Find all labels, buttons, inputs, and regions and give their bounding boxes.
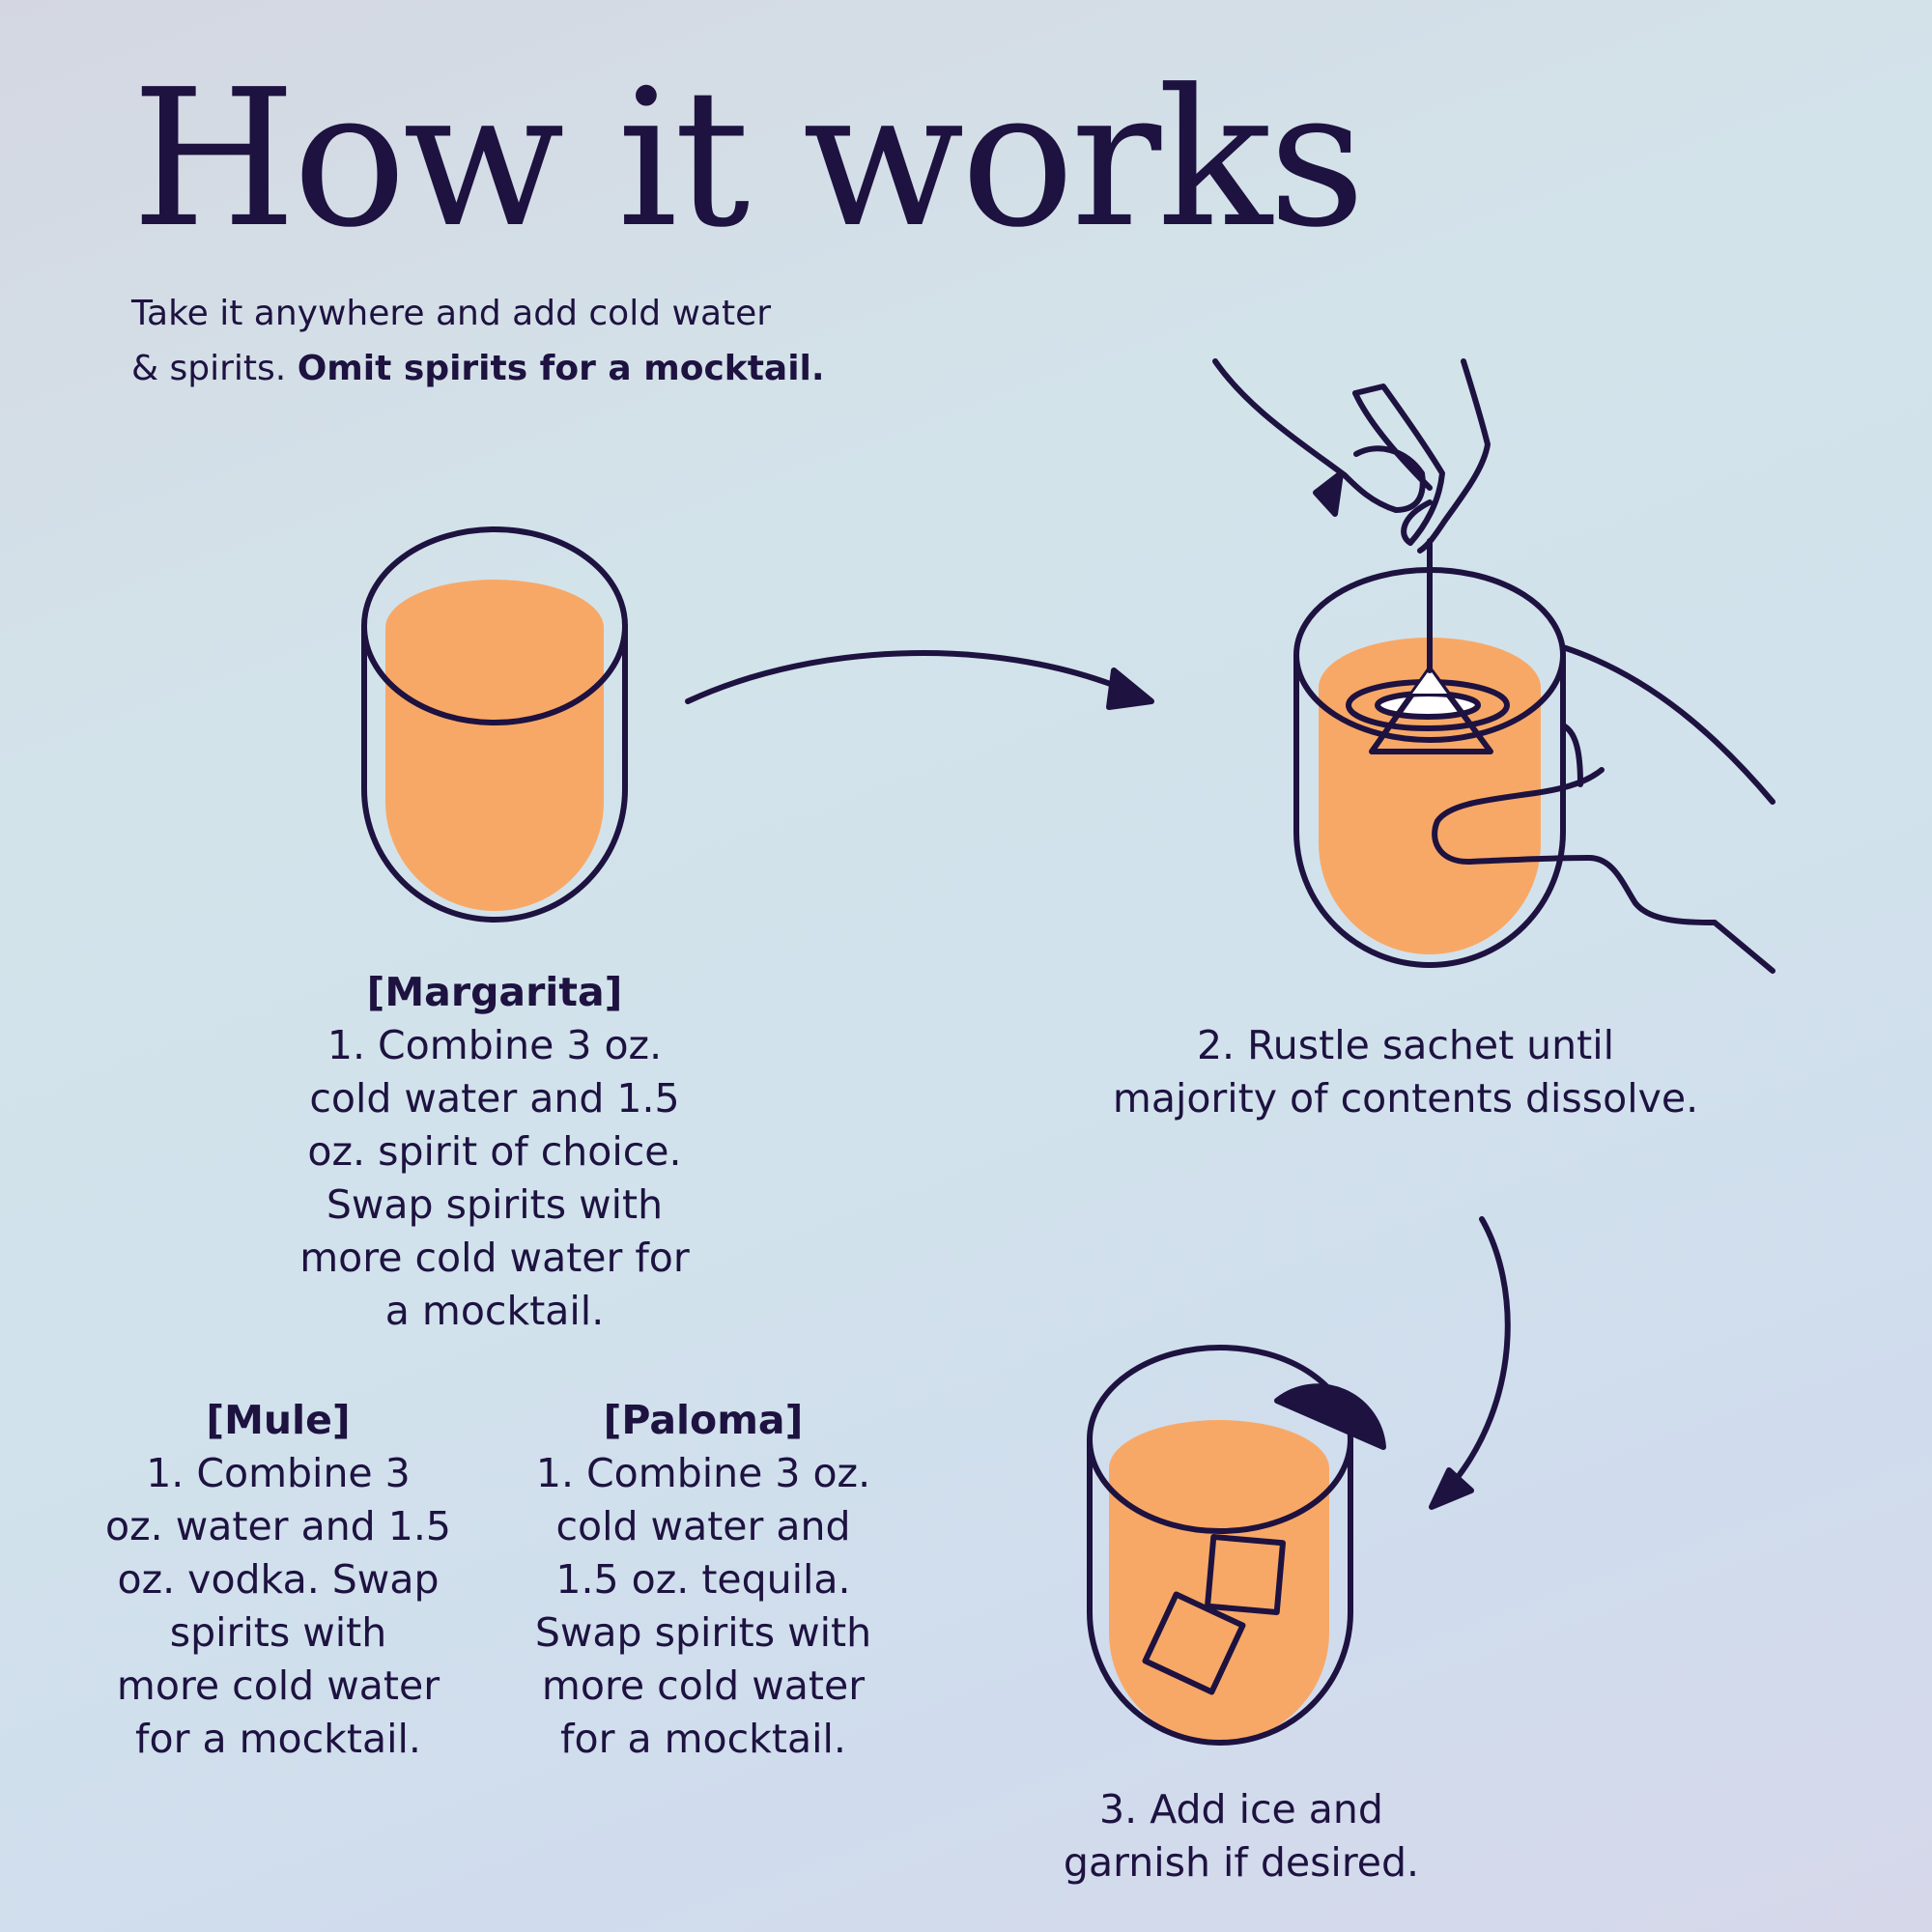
page-title: How it works: [131, 49, 1366, 270]
step-3-line: garnish if desired.: [1063, 1839, 1420, 1886]
paloma-line: cold water and: [555, 1503, 851, 1549]
hand-holding-glass-icon: [1432, 644, 1776, 974]
step-3-text: 3. Add ice and garnish if desired.: [1000, 1783, 1483, 1889]
step-2-line: majority of contents dissolve.: [1112, 1075, 1699, 1122]
mule-line: for a mocktail.: [135, 1716, 421, 1762]
paloma-line: 1.5 oz. tequila.: [555, 1556, 851, 1603]
intro-emphasis: Omit spirits for a mocktail.: [297, 349, 825, 388]
arrow-down-icon: [1429, 1216, 1511, 1510]
glass-icon-step-1: [361, 526, 628, 923]
paloma-line: more cold water: [541, 1662, 866, 1709]
mule-line: oz. vodka. Swap: [117, 1556, 440, 1603]
margarita-line: more cold water for: [299, 1235, 690, 1281]
margarita-heading: [Margarita]: [366, 969, 623, 1015]
mule-recipe: [Mule] 1. Combine 3 oz. water and 1.5 oz…: [85, 1394, 471, 1766]
arrow-right-icon: [685, 650, 1154, 710]
margarita-line: Swap spirits with: [326, 1181, 664, 1228]
hand-pinching-icon: [1212, 358, 1491, 554]
margarita-line: a mocktail.: [384, 1288, 605, 1334]
mule-line: more cold water: [116, 1662, 440, 1709]
mule-line: 1. Combine 3: [146, 1450, 411, 1496]
mule-heading: [Mule]: [206, 1397, 351, 1443]
paloma-line: for a mocktail.: [560, 1716, 846, 1762]
mule-line: spirits with: [169, 1609, 387, 1656]
paloma-line: 1. Combine 3 oz.: [535, 1450, 871, 1496]
intro-text: Take it anywhere and add cold water & sp…: [131, 286, 866, 396]
margarita-line: cold water and 1.5: [309, 1075, 680, 1122]
margarita-recipe: [Margarita] 1. Combine 3 oz. cold water …: [253, 966, 736, 1338]
glass-sachet-icon-step-2: [1293, 538, 1566, 968]
intro-line-1: Take it anywhere and add cold water: [131, 294, 772, 333]
step-2-text: 2. Rustle sachet until majority of conte…: [1043, 1019, 1768, 1125]
intro-line-2: & spirits.: [131, 349, 298, 388]
mule-line: oz. water and 1.5: [105, 1503, 451, 1549]
margarita-line: 1. Combine 3 oz.: [327, 1022, 663, 1068]
step-3-line: 3. Add ice and: [1099, 1786, 1383, 1833]
paloma-heading: [Paloma]: [603, 1397, 804, 1443]
paloma-recipe: [Paloma] 1. Combine 3 oz. cold water and…: [510, 1394, 896, 1766]
paloma-line: Swap spirits with: [534, 1609, 872, 1656]
glass-ice-icon-step-3: [1087, 1345, 1386, 1746]
step-2-line: 2. Rustle sachet until: [1196, 1022, 1615, 1068]
margarita-line: oz. spirit of choice.: [307, 1128, 682, 1175]
